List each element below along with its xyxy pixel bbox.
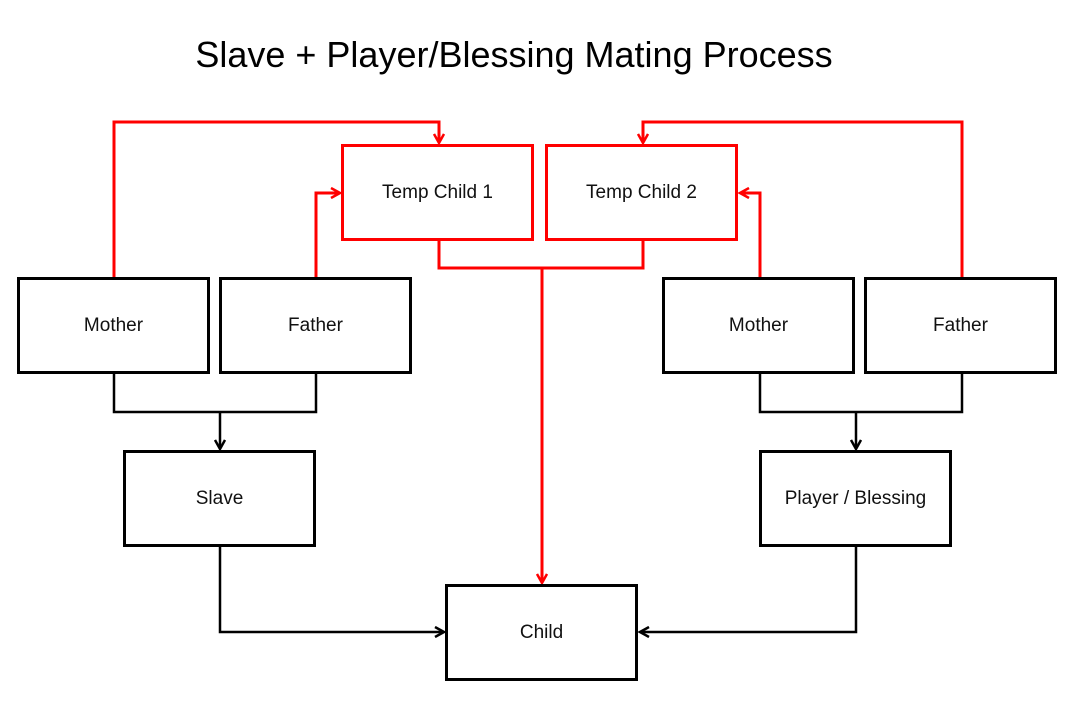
node-label: Slave [195, 487, 244, 509]
node-child: Child [445, 584, 638, 681]
connector-father-right-to-temp-child-2 [643, 120, 964, 277]
node-label: Mother [728, 314, 789, 336]
node-mother-left: Mother [17, 277, 210, 374]
node-slave: Slave [123, 450, 316, 547]
diagram-title: Slave + Player/Blessing Mating Process [195, 34, 833, 75]
connector-mother-right-to-temp-child-2 [740, 193, 762, 277]
node-label: Mother [83, 314, 144, 336]
node-father-left: Father [219, 277, 412, 374]
node-label: Temp Child 1 [382, 181, 493, 203]
node-player-blessing: Player / Blessing [759, 450, 952, 547]
connector-father-left-to-temp-child-1 [314, 193, 340, 277]
node-father-right: Father [864, 277, 1057, 374]
node-label: Temp Child 2 [586, 181, 697, 203]
node-label: Child [519, 621, 564, 643]
connector-parents-left-join [112, 374, 318, 414]
node-temp-child-1: Temp Child 1 [341, 144, 534, 241]
node-label: Father [933, 314, 988, 336]
connector-parents-right-join [758, 374, 964, 414]
connector-temp-children-join [437, 240, 645, 270]
node-label: Player / Blessing [784, 487, 927, 509]
node-temp-child-2: Temp Child 2 [545, 144, 738, 241]
connector-slave-to-child [218, 547, 444, 632]
connector-mother-left-to-temp-child-1 [112, 120, 439, 277]
node-mother-right: Mother [662, 277, 855, 374]
connector-player-to-child [640, 547, 858, 632]
node-label: Father [288, 314, 343, 336]
